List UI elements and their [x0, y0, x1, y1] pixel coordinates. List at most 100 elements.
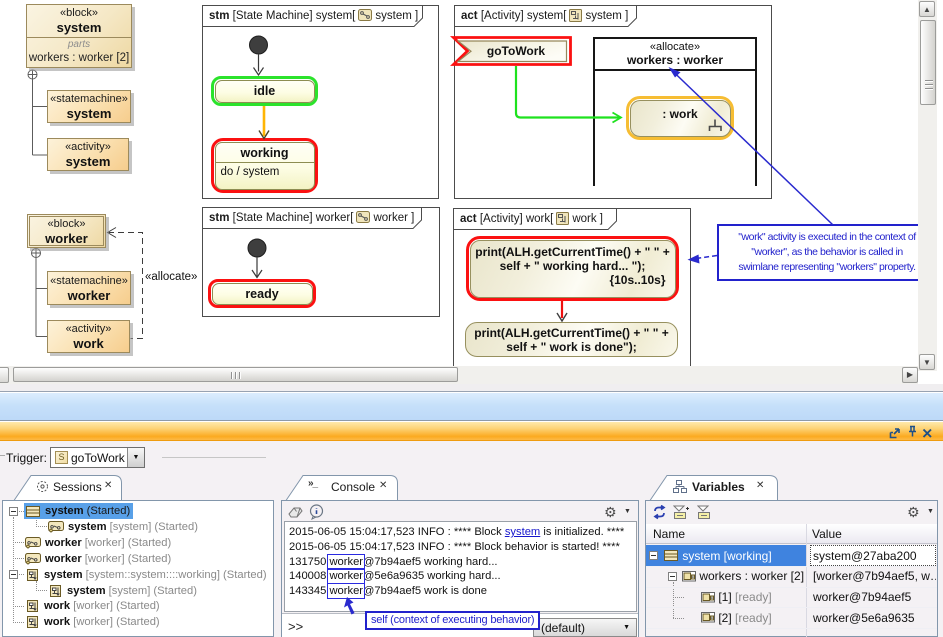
tree-expander[interactable]: [9, 506, 18, 516]
signal-icon: S: [55, 451, 68, 464]
restore-icon[interactable]: [889, 426, 902, 439]
dock-separator: [0, 384, 943, 392]
console-text: @5e6a9635 working hard...: [363, 570, 501, 583]
rake-icon: [708, 119, 722, 131]
swimlane-header[interactable]: «allocate» workers : worker: [593, 37, 757, 71]
statemachine-icon: [358, 9, 373, 25]
right-arrow-icon: ▶: [906, 370, 914, 379]
session-detail: [system::system::::working] (Started): [82, 568, 267, 581]
action-work-done[interactable]: print(ALH.getCurrentTime() + " " + self …: [465, 322, 678, 357]
session-name: worker: [45, 536, 82, 549]
dropdown-arrow-icon: ▼: [623, 624, 630, 631]
activity-system-box[interactable]: «activity» system: [47, 138, 129, 171]
console-gear-dropdown-icon[interactable]: ▼: [624, 508, 631, 515]
variable-value[interactable]: worker@5e6a9635: [813, 610, 915, 625]
statemachine-worker-box[interactable]: «statemachine» worker: [47, 271, 131, 305]
remove-value-icon[interactable]: [697, 505, 711, 520]
trigger-dropdown-button[interactable]: ▼: [127, 448, 144, 467]
column-value[interactable]: Value: [812, 527, 842, 541]
trigger-combobox[interactable]: S goToWork ▼: [50, 447, 145, 468]
activity-work-box[interactable]: «activity» work: [47, 320, 130, 353]
h-scrollbar-left-button[interactable]: [0, 366, 9, 383]
session-detail: [worker] (Started): [70, 616, 160, 629]
info-icon[interactable]: [309, 504, 325, 525]
session-row[interactable]: system [system::system::::working] (Star…: [25, 567, 267, 583]
h-scrollbar-thumb[interactable]: [13, 367, 458, 382]
session-row[interactable]: work [worker] (Started): [25, 614, 160, 630]
tab-console[interactable]: »_ Console ✕: [308, 478, 388, 494]
variables-gear-icon[interactable]: ⚙: [907, 504, 920, 520]
column-name[interactable]: Name: [653, 527, 686, 541]
pin-icon[interactable]: [907, 425, 920, 437]
console-tooltip: self (context of executing behavior): [365, 611, 541, 630]
v-scrollbar-up-button[interactable]: ▲: [919, 1, 935, 17]
selection-highlight: [24, 503, 133, 519]
activity-icon: [27, 616, 38, 629]
console-line: 2015-06-05 15:04:17,523 INFO : **** Bloc…: [289, 525, 636, 540]
console-gear-icon[interactable]: ⚙: [604, 504, 617, 520]
variables-gear-dropdown-icon[interactable]: ▼: [927, 508, 934, 515]
variable-value[interactable]: worker@7b94aef5: [813, 590, 912, 605]
state-idle-highlight[interactable]: idle: [211, 76, 318, 106]
tab-variables[interactable]: Variables ✕: [650, 475, 778, 500]
console-output[interactable]: 2015-06-05 15:04:17,523 INFO : **** Bloc…: [284, 521, 637, 612]
tooltip-arrow: [344, 597, 355, 615]
console-context-combobox[interactable]: (default) ▼: [533, 618, 637, 637]
close-icon[interactable]: [922, 426, 935, 438]
session-row[interactable]: system [system] (Started): [48, 519, 198, 535]
session-row[interactable]: worker [worker] (Started): [25, 535, 171, 551]
session-row[interactable]: system [system] (Started): [48, 583, 197, 599]
tab-variables-close-icon[interactable]: ✕: [756, 480, 765, 491]
frame-title-act-system[interactable]: act [Activity] system[system ]: [461, 9, 628, 25]
action-working-hard-highlight[interactable]: print(ALH.getCurrentTime() + " " + self …: [466, 236, 679, 301]
tab-sessions-close-icon[interactable]: ✕: [104, 480, 113, 491]
tree-connector: [13, 516, 14, 623]
session-row[interactable]: work [worker] (Started): [25, 598, 160, 614]
trigger-label: Trigger:: [6, 451, 47, 465]
variable-value[interactable]: system@27aba200: [810, 545, 936, 566]
allocate-label: «allocate»: [145, 271, 198, 283]
refresh-icon[interactable]: [652, 505, 667, 520]
session-detail: [worker] (Started): [81, 536, 172, 549]
session-row[interactable]: worker [worker] (Started): [25, 551, 171, 567]
variable-value[interactable]: [worker@7b94aef5, w…: [813, 569, 936, 584]
session-row[interactable]: system (Started): [25, 503, 130, 519]
call-behavior-work-highlight[interactable]: : work: [626, 96, 734, 140]
clear-console-icon[interactable]: [288, 505, 304, 523]
console-text: 131750: [289, 555, 330, 568]
session-detail: [system] (Started): [105, 584, 197, 597]
console-text: 143345: [289, 585, 330, 598]
frame-title-stm-worker[interactable]: stm [State Machine] worker[worker ]: [209, 211, 414, 227]
session-name: system: [44, 568, 83, 581]
tree-connector: [36, 517, 37, 528]
tree-expander[interactable]: [9, 570, 18, 580]
add-value-icon[interactable]: [673, 505, 689, 520]
statemachine-system-box[interactable]: «statemachine» system: [47, 90, 131, 123]
block-worker-box[interactable]: «block» worker: [27, 214, 106, 248]
tab-sessions[interactable]: Sessions ✕: [14, 475, 122, 500]
console-line: 2015-06-05 15:04:17,523 INFO : **** Bloc…: [289, 540, 636, 555]
session-name: work: [44, 600, 71, 613]
comment-note[interactable]: "work" activity is executed in the conte…: [717, 224, 937, 281]
block-system-box[interactable]: «block» system parts workers : worker [2…: [26, 4, 132, 68]
tab-console-close-icon[interactable]: ✕: [379, 480, 388, 491]
frame-title-stm-system[interactable]: stm [State Machine] system[system ]: [209, 9, 418, 25]
state-ready-highlight[interactable]: ready: [208, 279, 316, 308]
tree-connector: [36, 590, 47, 591]
session-name: worker: [45, 552, 82, 565]
v-scrollbar-thumb[interactable]: [919, 20, 936, 105]
console-line: 143345 worker@7b94aef5 work is done: [289, 583, 636, 600]
frame-title-act-work[interactable]: act [Activity] work[work ]: [460, 212, 603, 228]
console-link[interactable]: system: [504, 526, 541, 538]
variables-icon: [673, 480, 687, 498]
simulation-title-bar: [0, 422, 943, 441]
signal-gotowork-label[interactable]: goToWork: [486, 44, 546, 58]
diagram-canvas[interactable]: stm [State Machine] system[system ] act …: [0, 0, 943, 366]
console-icon: »_: [308, 478, 318, 489]
h-scrollbar-right-button[interactable]: ▶: [902, 366, 918, 383]
sessions-panel[interactable]: system (Started)system [system] (Started…: [2, 500, 274, 637]
variables-table-header[interactable]: Name Value: [646, 524, 937, 544]
state-working-highlight[interactable]: working do / system: [211, 138, 318, 193]
v-scrollbar-down-button[interactable]: ▼: [919, 354, 935, 370]
